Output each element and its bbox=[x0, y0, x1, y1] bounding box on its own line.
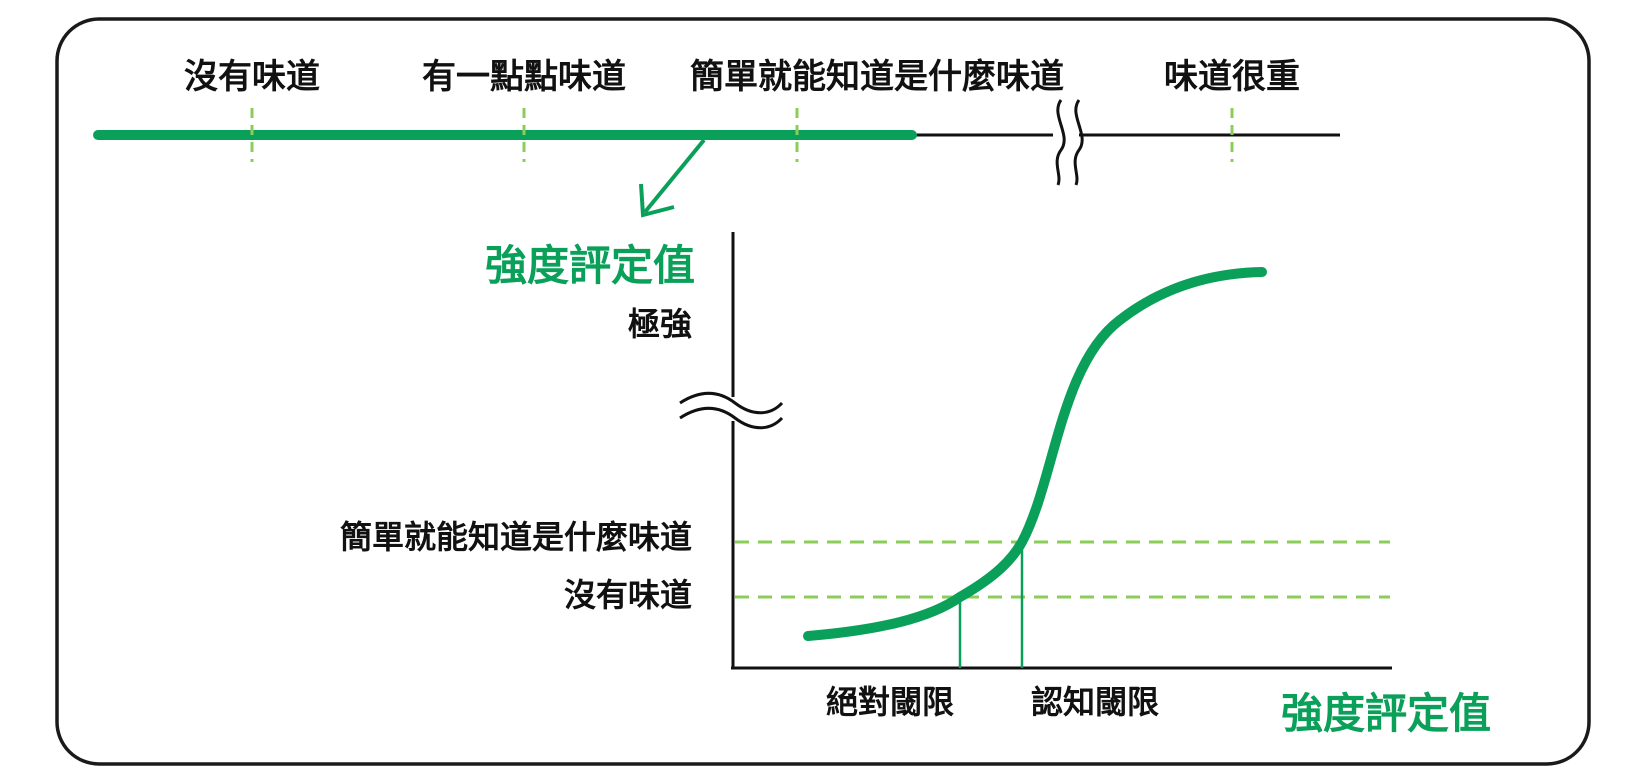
x-label-absolute-threshold: 絕對閾限 bbox=[826, 683, 954, 721]
scale-break-mark bbox=[1055, 99, 1066, 186]
connector-arrow-head bbox=[639, 183, 675, 218]
intensity-scale: 沒有味道 有一點點味道 簡單就能知道是什麼味道 味道很重 bbox=[93, 57, 1340, 186]
sigmoid-curve bbox=[803, 267, 1267, 641]
x-label-recognition-threshold: 認知閾限 bbox=[1031, 683, 1159, 721]
scale-break-mark bbox=[1073, 99, 1084, 186]
y-axis-break-mark bbox=[679, 391, 784, 415]
y-axis-break-mark bbox=[679, 406, 784, 430]
connector-arrow-shaft bbox=[643, 138, 706, 214]
x-axis-title: 強度評定值 bbox=[1281, 689, 1491, 738]
y-label-recognition: 簡單就能知道是什麼味道 bbox=[340, 518, 692, 556]
y-label-none: 沒有味道 bbox=[564, 576, 692, 614]
y-axis-title: 強度評定值 bbox=[485, 241, 695, 290]
connector-arrow bbox=[639, 138, 706, 218]
scale-label-none: 沒有味道 bbox=[184, 57, 320, 97]
scale-break-gap bbox=[1053, 125, 1079, 145]
scale-label-slight: 有一點點味道 bbox=[422, 57, 626, 97]
scale-label-recognizable: 簡單就能知道是什麼味道 bbox=[690, 57, 1064, 97]
y-label-extreme: 極強 bbox=[628, 305, 692, 343]
diagram-frame bbox=[55, 17, 1591, 766]
sigmoid-graph: 強度評定值 極強 簡單就能知道是什麼味道 沒有味道 絕對閾限 認知閾限 強度評定… bbox=[340, 232, 1491, 738]
scale-label-strong: 味道很重 bbox=[1164, 57, 1300, 97]
